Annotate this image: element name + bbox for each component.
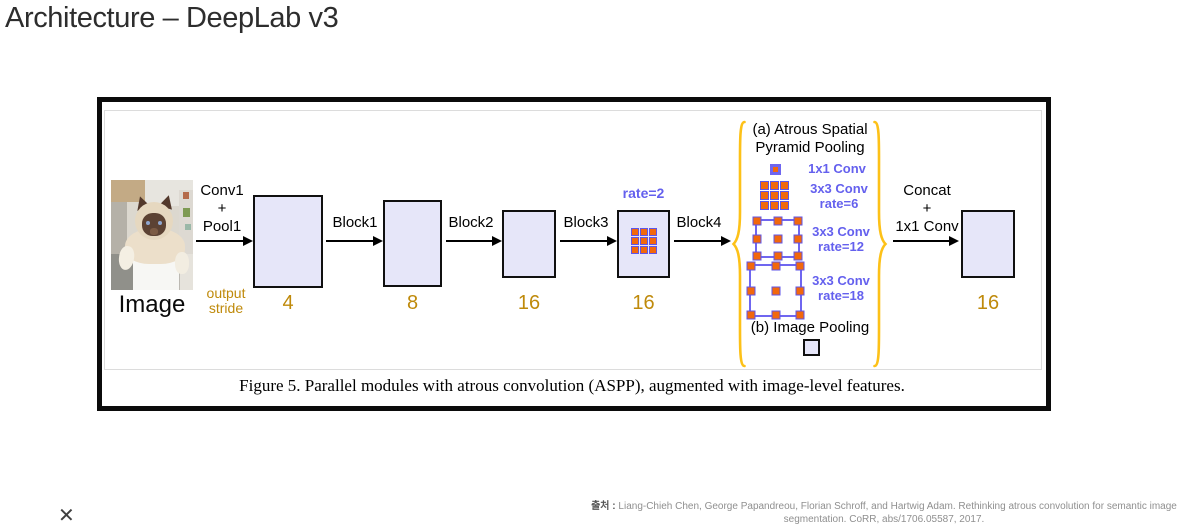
image-label: Image <box>118 291 186 318</box>
left-brace-icon <box>731 120 746 368</box>
right-brace-icon <box>873 120 888 368</box>
citation-line1: Liang-Chieh Chen, George Papandreou, Flo… <box>618 501 1177 512</box>
cat-photo <box>111 180 193 290</box>
cat-face-mask <box>142 213 166 236</box>
flow-arrow <box>893 235 959 246</box>
block4-label: Block4 <box>676 214 722 231</box>
aspp-row-label-rate18: 3x3 Conv rate=18 <box>812 273 870 303</box>
stride-value-4: 16 <box>632 292 655 314</box>
rate2-label: rate=2 <box>622 185 665 201</box>
aspp-row-label-rate6: 3x3 Conv rate=6 <box>810 181 868 211</box>
stride-value-output: 16 <box>976 292 1000 314</box>
block1-label: Block1 <box>332 214 378 231</box>
conv1-pool1-label: Conv1 + Pool1 <box>200 182 244 235</box>
citation-line2: segmentation. CoRR, abs/1706.05587, 2017… <box>783 513 985 525</box>
block3-label: Block3 <box>563 214 609 231</box>
feature-box-2 <box>383 200 442 287</box>
stride-value-1: 4 <box>282 292 294 314</box>
atrous-kernel-rate18-icon <box>746 261 805 320</box>
block2-label: Block2 <box>448 214 494 231</box>
photo-shelf-item <box>185 224 191 230</box>
stride-value-2: 8 <box>406 292 419 314</box>
photo-shelf-item <box>183 192 189 199</box>
photo-door-front <box>133 260 179 290</box>
citation-text: 출처 : Liang-Chieh Chen, George Papandreou… <box>566 501 1202 526</box>
stride-value-3: 16 <box>517 292 541 314</box>
image-pooling-box <box>803 339 820 356</box>
flow-arrow <box>674 235 731 246</box>
atrous-kernel-rate6-icon <box>760 181 789 210</box>
photo-shelf-item <box>183 208 190 217</box>
cat-eye-left <box>146 221 150 225</box>
atrous-kernel-rate12-icon <box>752 216 803 261</box>
image-pooling-label: (b) Image Pooling <box>750 319 870 336</box>
cat-eye-right <box>158 221 162 225</box>
atrous-kernel-rate2-icon <box>631 228 657 254</box>
aspp-title: (a) Atrous Spatial Pyramid Pooling <box>752 121 868 156</box>
conv-1x1-kernel-icon <box>770 164 781 175</box>
aspp-row-label-1x1: 1x1 Conv <box>808 161 866 176</box>
flow-arrow <box>560 235 617 246</box>
feature-box-output <box>961 210 1015 278</box>
page-title: Architecture – DeepLab v3 <box>5 2 339 34</box>
flow-arrow <box>446 235 502 246</box>
flow-arrow <box>326 235 383 246</box>
citation-prefix: 출처 : <box>591 501 616 512</box>
output-stride-label: output stride <box>206 285 246 316</box>
photo-bg-tan <box>111 180 145 202</box>
feature-box-1 <box>253 195 323 288</box>
figure-caption: Figure 5. Parallel modules with atrous c… <box>239 376 905 395</box>
concat-label: Concat + 1x1 Conv <box>895 182 959 235</box>
feature-box-3 <box>502 210 556 278</box>
close-icon[interactable]: ✕ <box>58 505 75 527</box>
cat-muzzle <box>150 228 158 235</box>
cat-paw-right <box>175 252 189 274</box>
aspp-row-label-rate12: 3x3 Conv rate=12 <box>812 224 870 254</box>
flow-arrow <box>196 235 253 246</box>
